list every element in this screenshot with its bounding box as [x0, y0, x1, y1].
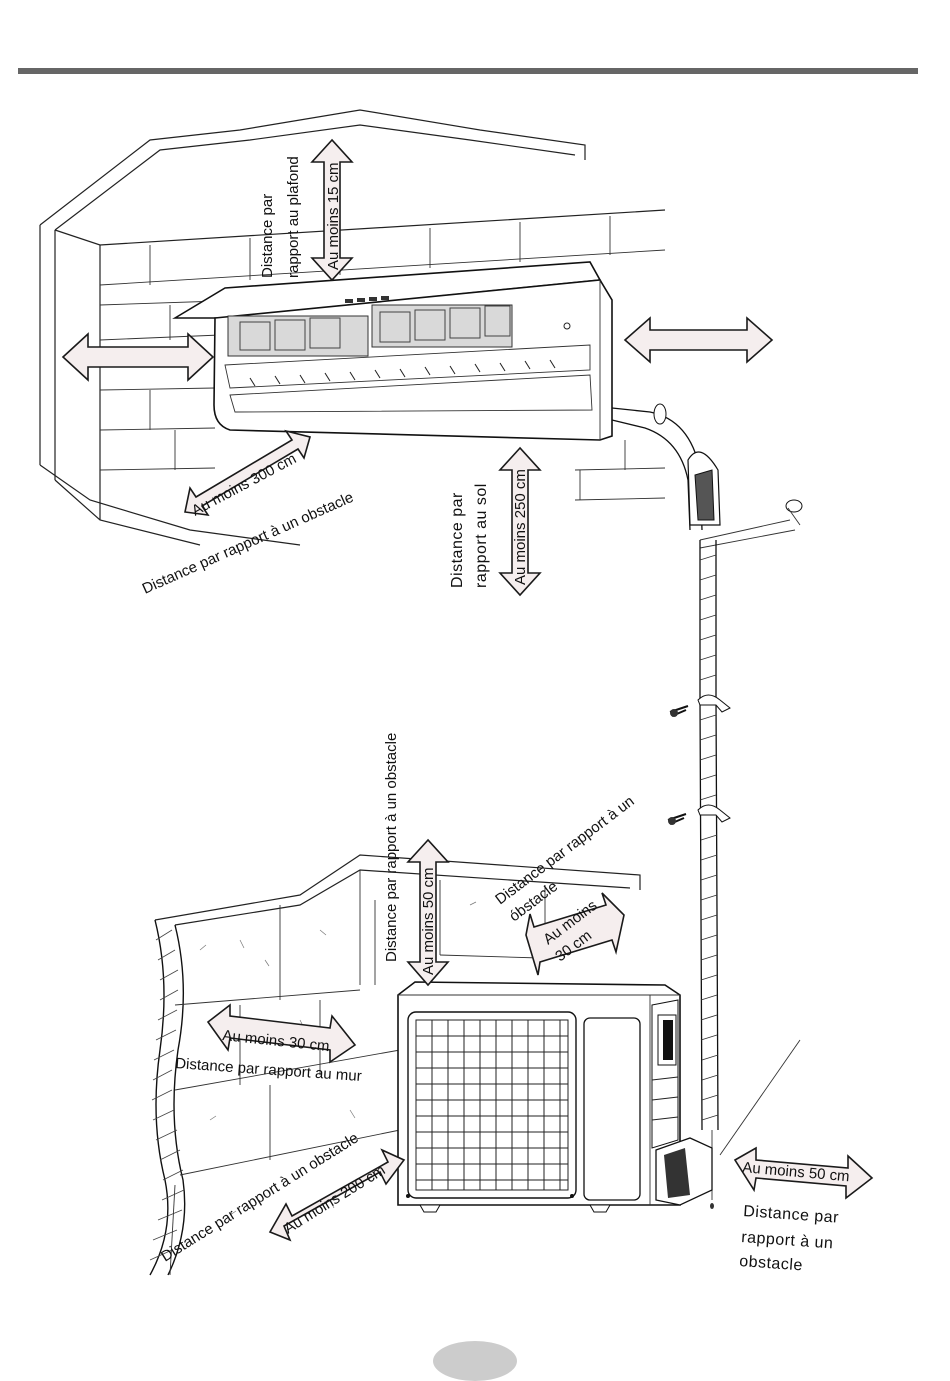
front-distance-value: Au moins 300 cm — [189, 450, 299, 519]
fan-grille — [415, 1019, 569, 1191]
double-arrow-icon — [310, 138, 354, 282]
double-arrow-icon — [61, 332, 215, 382]
double-arrow-icon — [498, 446, 542, 597]
indoor-room-walls — [39, 109, 666, 546]
right-obstacle-title-3: obstacle — [739, 1253, 804, 1274]
air-filters — [227, 304, 513, 357]
ceiling-distance-title-1: Distance par — [259, 194, 276, 278]
ceiling-distance-value: Au moins 15 cm — [325, 162, 342, 270]
page-number-badge — [433, 1341, 517, 1381]
outdoor-unit — [397, 981, 713, 1213]
refrigerant-piping — [611, 403, 803, 1209]
screw-icon — [667, 705, 689, 825]
double-arrow-icon — [206, 1003, 357, 1064]
double-arrow-icon — [184, 429, 311, 517]
right-obstacle-title-2: rapport à un — [741, 1229, 834, 1252]
floor-distance-value: Au moins 250 cm — [512, 469, 529, 585]
double-arrow-icon — [525, 892, 625, 976]
indoor-unit — [172, 261, 613, 441]
header-rule — [18, 68, 918, 74]
louver-vanes — [249, 359, 556, 387]
ceiling-distance-title-2: rapport au plafond — [285, 156, 302, 278]
top-obstacle-value: Au moins 50 cm — [420, 867, 437, 975]
front-distance-title: Distance par rapport à un obstacle — [140, 489, 356, 598]
double-arrow-icon — [623, 316, 774, 364]
right-obstacle-title-1: Distance par — [743, 1203, 840, 1227]
floor-distance-title-2: rapport au sol — [473, 483, 490, 588]
floor-distance-title-1: Distance par — [449, 492, 466, 588]
double-arrow-icon — [733, 1146, 874, 1200]
pipe-clip-icon — [697, 694, 731, 823]
double-arrow-icon — [268, 1148, 406, 1242]
display-buttons — [345, 296, 571, 330]
top-obstacle-title: Distance par rapport à un obstacle — [383, 733, 400, 962]
back-obstacle-title-1: Distance par rapport à un — [492, 793, 637, 908]
double-arrow-icon — [406, 838, 450, 987]
